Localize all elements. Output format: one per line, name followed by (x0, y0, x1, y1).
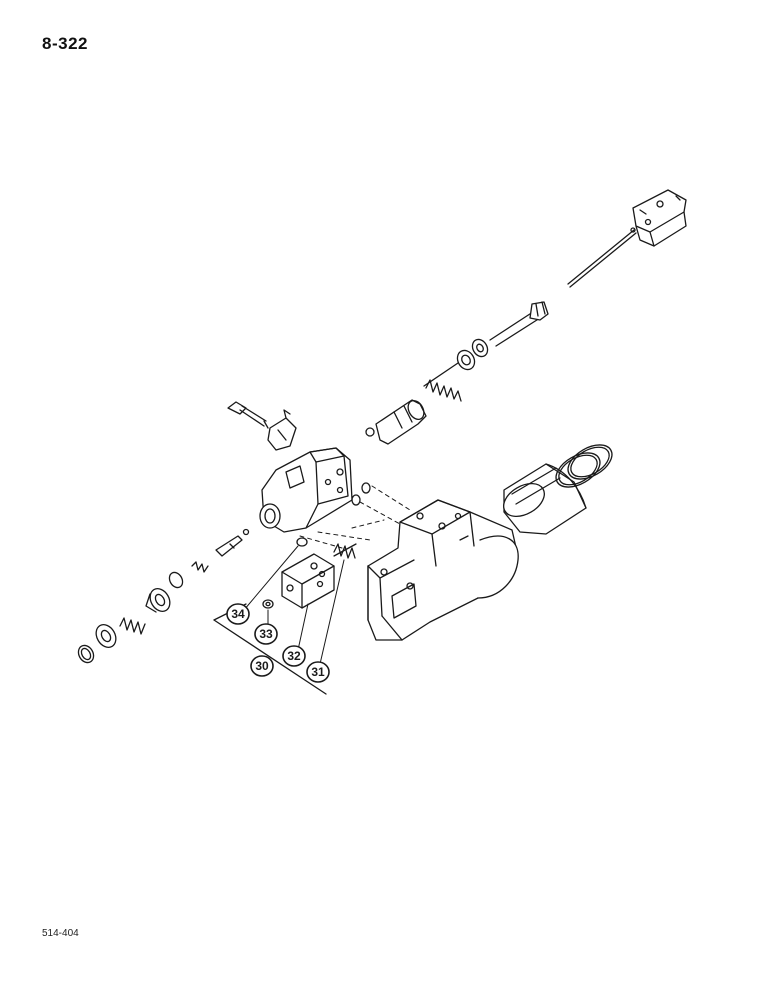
spring-31 (333, 543, 357, 559)
small-bolt (227, 401, 269, 429)
valve-housing (259, 447, 353, 533)
relief-valve-block (281, 553, 335, 609)
spindle-bolt (489, 301, 549, 347)
callout-32: 32 (282, 645, 306, 667)
callout-31: 31 (306, 661, 330, 683)
collar (456, 349, 476, 371)
o-ring-left (168, 571, 184, 589)
retainer (95, 624, 117, 648)
callout-34: 34 (226, 603, 250, 625)
valve-pin (215, 528, 250, 557)
washer-upper (471, 338, 489, 358)
spring-left (119, 617, 146, 635)
control-rod (567, 227, 637, 288)
valve-seat (145, 588, 171, 613)
figure-code: 514-404 (42, 928, 79, 939)
piston-large (503, 463, 587, 535)
svg-text:31: 31 (311, 665, 325, 679)
callout-30: 30 (250, 655, 274, 677)
o-ring-34 (296, 537, 308, 547)
page-number: 8-322 (42, 34, 88, 53)
svg-text:30: 30 (255, 659, 269, 673)
svg-text:33: 33 (259, 627, 273, 641)
piston-rings (555, 444, 613, 488)
small-spring-left (191, 561, 209, 573)
svg-text:34: 34 (231, 607, 245, 621)
callout-33: 33 (254, 623, 278, 645)
alignment-lines (299, 485, 411, 549)
o-rings-housing (351, 482, 371, 506)
svg-text:32: 32 (287, 649, 301, 663)
snap-ring (77, 644, 95, 664)
clip-bracket (267, 409, 297, 451)
cylinder-housing (367, 499, 519, 641)
spring-upper (423, 362, 462, 402)
leader-lines (243, 545, 345, 665)
washer-33 (262, 599, 274, 609)
linkage-bracket (632, 189, 687, 247)
piston-spool (365, 399, 427, 445)
